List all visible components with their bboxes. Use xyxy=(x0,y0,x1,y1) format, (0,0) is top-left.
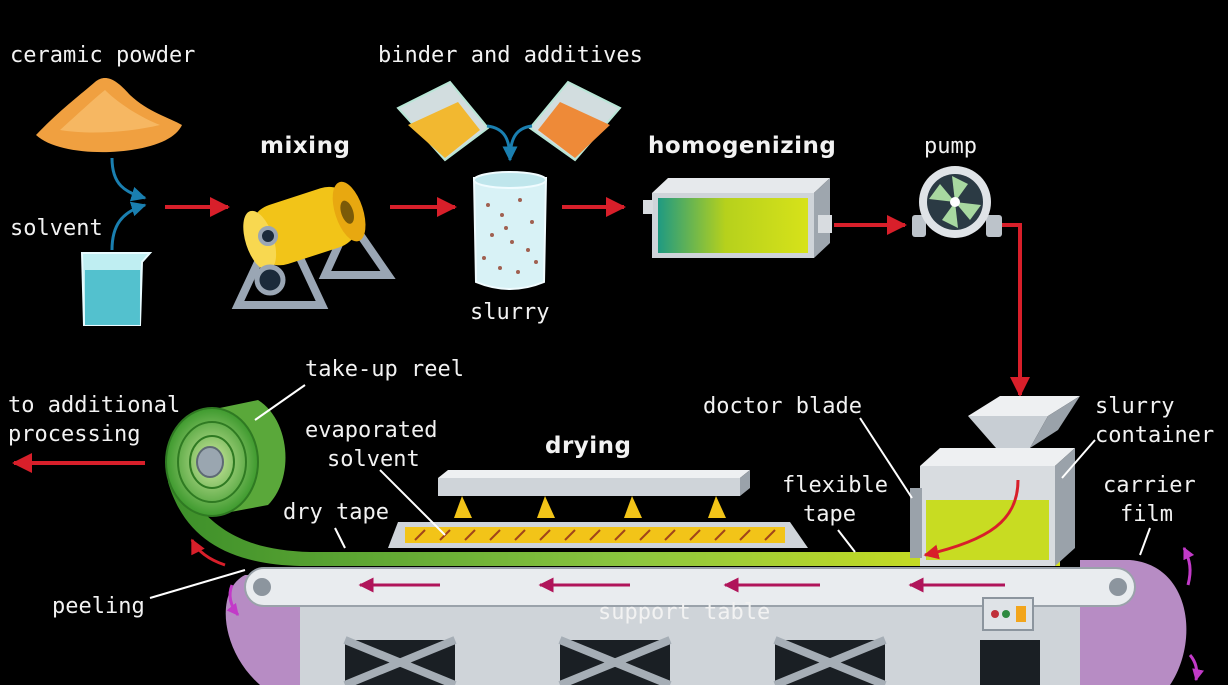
rotation-arrow xyxy=(190,538,226,567)
control-panel-icon xyxy=(982,597,1034,631)
leader-line xyxy=(859,417,913,499)
leader-line xyxy=(379,469,446,536)
label-dry-tape: dry tape xyxy=(283,500,389,525)
beaker-icon xyxy=(80,252,153,326)
powder-pile-icon xyxy=(36,78,182,153)
label-binder-additives: binder and additives xyxy=(378,43,643,68)
label-flexible-tape: flexible xyxy=(782,473,888,498)
label-carrier-film-2: film xyxy=(1120,502,1173,527)
label-ceramic-powder: ceramic powder xyxy=(10,43,196,68)
leader-line xyxy=(1061,439,1096,479)
leader-line xyxy=(149,569,246,599)
label-to-additional-processing-2: processing xyxy=(8,422,141,447)
label-evaporated-solvent: evaporated xyxy=(305,418,438,443)
leader-line xyxy=(837,529,856,553)
leader-line xyxy=(1139,527,1151,556)
ball-mill-icon xyxy=(231,181,396,309)
label-pump: pump xyxy=(924,134,977,159)
label-to-additional-processing: to additional xyxy=(8,393,181,418)
label-take-up-reel: take-up reel xyxy=(305,357,464,382)
additives-arrow xyxy=(508,124,533,161)
label-mixing: mixing xyxy=(260,133,351,159)
cup-icon xyxy=(528,80,622,162)
powder-arrow xyxy=(110,157,147,202)
conveyor-icon xyxy=(225,560,1187,685)
label-solvent: solvent xyxy=(10,216,103,241)
hopper-icon xyxy=(910,396,1080,566)
solvent-arrow xyxy=(110,201,147,251)
rotation-arrow xyxy=(1188,654,1204,682)
tape-film xyxy=(168,470,940,566)
label-drying: drying xyxy=(545,433,632,459)
label-flexible-tape-2: tape xyxy=(803,502,856,527)
label-support-table: support table xyxy=(598,600,771,625)
label-slurry-container-2: container xyxy=(1095,423,1215,448)
leader-line xyxy=(254,384,306,421)
cup-icon xyxy=(396,80,490,162)
label-peeling: peeling xyxy=(52,594,145,619)
leader-line xyxy=(334,527,346,549)
binder-arrow xyxy=(486,124,518,162)
rotation-arrow xyxy=(226,584,240,616)
rotation-arrow xyxy=(1182,546,1195,586)
label-slurry-container: slurry xyxy=(1095,394,1175,419)
homogenizer-icon xyxy=(643,178,832,258)
slurry-flow-arrow xyxy=(923,479,1020,560)
pump-icon xyxy=(912,166,1002,238)
pump-outlet-line xyxy=(1002,223,1030,397)
label-slurry: slurry xyxy=(470,300,550,325)
reel-icon xyxy=(165,400,286,517)
label-evaporated-solvent-2: solvent xyxy=(327,447,420,472)
label-homogenizing: homogenizing xyxy=(648,133,837,159)
label-doctor-blade: doctor blade xyxy=(703,394,862,419)
label-carrier-film: carrier xyxy=(1103,473,1196,498)
dryer-icon xyxy=(388,470,808,548)
slurry-jar-icon xyxy=(472,171,548,290)
